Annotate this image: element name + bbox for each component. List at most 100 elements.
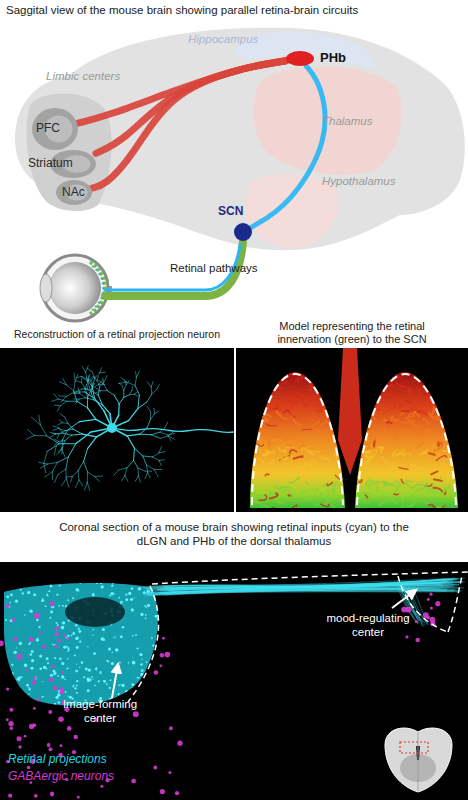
terminal-dot [151, 637, 153, 639]
eye-interior [49, 262, 101, 314]
terminal-dot [110, 592, 113, 595]
panel-title: Model representing the retinal innervati… [262, 320, 442, 346]
gaba-cell [100, 785, 103, 788]
fiber-stroke [251, 393, 256, 396]
dendrite [68, 444, 76, 457]
thalamus-region [253, 66, 402, 174]
dendrite [84, 449, 88, 462]
dendrite [68, 423, 73, 429]
fiber-stroke [360, 385, 369, 390]
fiber-stroke [438, 443, 440, 446]
node-shape [234, 223, 252, 241]
fiber-stroke [452, 386, 459, 391]
terminal-dot [6, 664, 10, 668]
fiber-stroke [402, 469, 412, 477]
fiber-stroke [365, 455, 371, 458]
fiber-stroke [277, 447, 286, 452]
fiber-stroke [298, 378, 303, 383]
terminal-dot [117, 693, 119, 695]
terminal-dot [50, 611, 53, 614]
terminal-dot [97, 682, 100, 685]
pointer-arrow [392, 590, 416, 608]
dendrite [150, 412, 151, 419]
terminal-dot [83, 653, 86, 656]
terminal-dot [30, 704, 33, 707]
terminal-dot [11, 672, 14, 675]
terminal-dot [25, 677, 28, 680]
terminal-dot [18, 684, 22, 688]
terminal-dot [162, 688, 166, 692]
dendrite [94, 398, 103, 410]
terminal-dot [28, 693, 30, 695]
terminal-dot [38, 626, 40, 628]
fiber-stroke [284, 477, 292, 481]
dendrite [119, 397, 124, 404]
dendrite [147, 419, 150, 427]
gaba-cell [53, 686, 58, 691]
terminal-dot [87, 689, 90, 692]
terminal-dot [6, 595, 9, 598]
dendrite [127, 434, 140, 436]
terminal-dot [14, 665, 17, 668]
scn-outline [252, 374, 343, 505]
terminal-dot [101, 681, 104, 684]
terminal-dot [25, 642, 26, 643]
terminal-dot [23, 704, 25, 706]
gaba-cell [47, 743, 51, 747]
gaba-cell [153, 765, 157, 769]
fiber-stroke [265, 474, 270, 476]
terminal-dot [134, 629, 136, 631]
terminal-dot [152, 702, 154, 704]
terminal-dot [7, 691, 9, 693]
fiber-stroke [309, 417, 313, 420]
fiber-stroke [375, 372, 379, 375]
fiber-stroke [323, 458, 329, 462]
terminal-dot [62, 605, 64, 607]
terminal-dot [13, 672, 16, 675]
fiber-stroke [376, 429, 379, 431]
dendrite [74, 373, 75, 382]
terminal-dot [67, 647, 69, 649]
gaba-cell [165, 652, 171, 658]
terminal-dot [133, 682, 135, 684]
fiber-stroke [427, 474, 429, 479]
terminal-dot [125, 690, 128, 693]
midline-streak [338, 348, 362, 475]
terminal-dot [128, 677, 130, 679]
fiber-stroke [291, 505, 296, 509]
axon-fiber [146, 585, 459, 590]
terminal-dot [111, 662, 114, 665]
dendrite [138, 468, 140, 476]
limbic-center: PFC [32, 108, 78, 150]
dendrite [154, 469, 161, 470]
terminal-dot [56, 649, 57, 650]
gaba-cell [423, 612, 429, 618]
terminal-dot [102, 628, 105, 631]
gaba-cell [415, 638, 420, 643]
limbic-center: Striatum [50, 150, 96, 178]
terminal-dot [72, 597, 74, 599]
terminal-dot [145, 614, 147, 616]
terminal-dot [121, 602, 123, 604]
dendrite [61, 396, 66, 402]
terminal-dot [75, 588, 78, 591]
terminal-dot [124, 583, 126, 585]
terminal-dot [32, 630, 33, 631]
region-boundary [128, 586, 159, 702]
terminal-dot [48, 592, 52, 596]
dendrite [74, 381, 75, 390]
fiber-stroke [265, 380, 269, 382]
terminal-dot [36, 619, 39, 622]
fiber-stroke [416, 425, 422, 431]
terminal-dot [131, 608, 134, 611]
dendrite [72, 434, 83, 435]
fiber-stroke [456, 430, 468, 432]
gaba-cell [160, 789, 165, 794]
fiber-stroke [416, 389, 420, 395]
nucleus-shape: SCN [234, 223, 252, 241]
dendrite [152, 453, 159, 457]
nucleus-shape: PHb [286, 51, 314, 66]
fiber-stroke [364, 458, 371, 464]
fiber-stroke [456, 424, 464, 430]
terminal-dot [61, 706, 63, 708]
